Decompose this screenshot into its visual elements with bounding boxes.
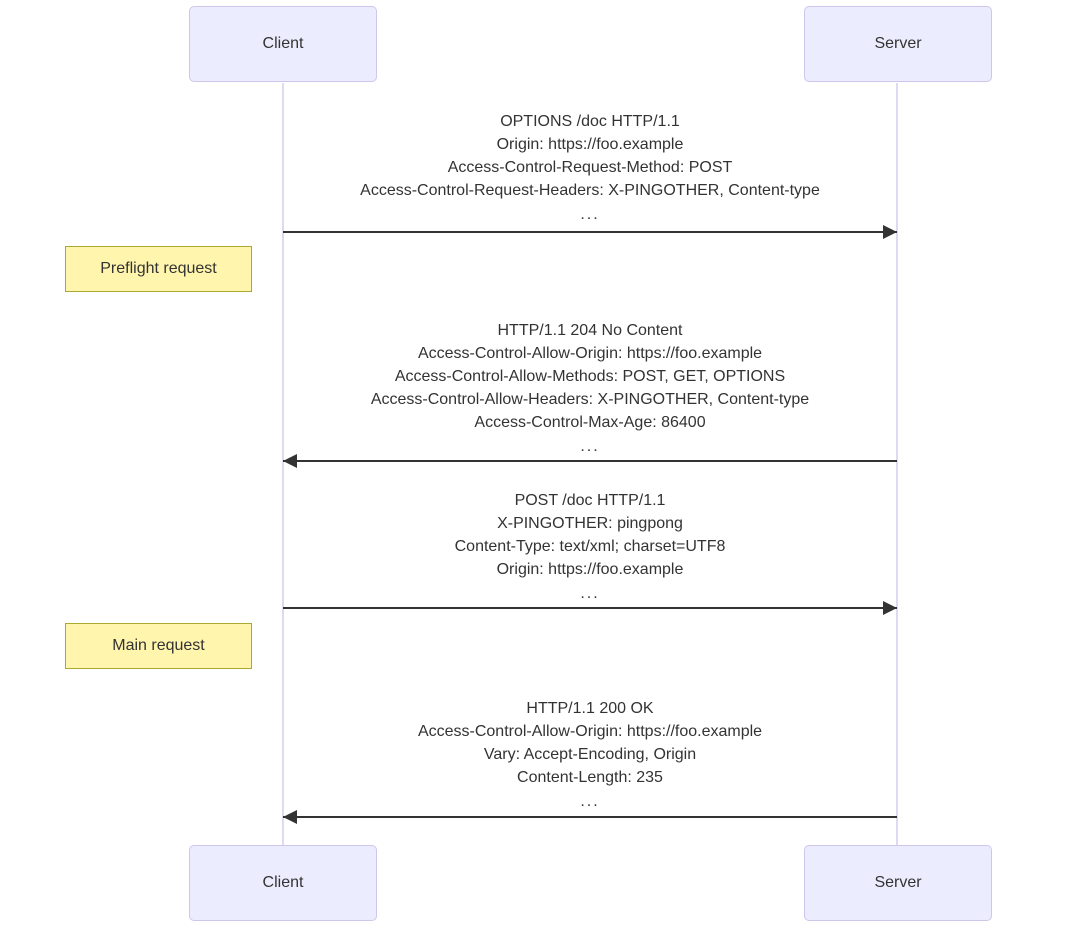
message-line: OPTIONS /doc HTTP/1.1 [500, 113, 680, 130]
message-line: Origin: https://foo.example [496, 136, 684, 153]
actor-server-bottom: Server [804, 845, 992, 921]
note-main-request: Main request [65, 623, 252, 669]
message-ellipsis: ... [580, 438, 600, 455]
message-line: Access-Control-Allow-Origin: https://foo… [417, 345, 763, 362]
message-line: Origin: https://foo.example [496, 561, 684, 578]
message-line: POST /doc HTTP/1.1 [514, 492, 666, 509]
actor-client-top: Client [189, 6, 377, 82]
actor-client-bottom: Client [189, 845, 377, 921]
message-line: Content-Type: text/xml; charset=UTF8 [454, 538, 726, 555]
message-line: Access-Control-Request-Headers: X-PINGOT… [360, 182, 820, 199]
message-line: HTTP/1.1 200 OK [526, 700, 654, 717]
message-main-response: HTTP/1.1 200 OK Access-Control-Allow-Ori… [283, 697, 897, 815]
message-ellipsis: ... [580, 793, 600, 810]
message-line: HTTP/1.1 204 No Content [497, 322, 683, 339]
actor-client-label: Client [262, 35, 304, 52]
arrow-server-to-client-1 [283, 454, 897, 468]
actor-server-label: Server [874, 35, 922, 52]
note-preflight-request: Preflight request [65, 246, 252, 292]
arrow-client-to-server-1 [283, 225, 897, 239]
message-line: X-PINGOTHER: pingpong [497, 515, 683, 532]
note-preflight-label: Preflight request [100, 260, 217, 277]
message-ellipsis: ... [580, 206, 600, 223]
message-line: Access-Control-Allow-Headers: X-PINGOTHE… [370, 391, 810, 408]
note-main-label: Main request [112, 637, 205, 654]
message-line: Access-Control-Allow-Methods: POST, GET,… [394, 368, 786, 385]
message-line: Access-Control-Max-Age: 86400 [474, 414, 706, 431]
message-main-request: POST /doc HTTP/1.1 X-PINGOTHER: pingpong… [283, 489, 897, 607]
actor-client-label: Client [262, 874, 304, 891]
actor-server-top: Server [804, 6, 992, 82]
message-preflight-response: HTTP/1.1 204 No Content Access-Control-A… [283, 319, 897, 460]
arrow-server-to-client-2 [283, 810, 897, 824]
message-line: Access-Control-Request-Method: POST [447, 159, 733, 176]
actor-server-label: Server [874, 874, 922, 891]
message-line: Content-Length: 235 [517, 769, 663, 786]
arrow-client-to-server-2 [283, 601, 897, 615]
message-line: Vary: Accept-Encoding, Origin [483, 746, 697, 763]
message-ellipsis: ... [580, 585, 600, 602]
server-lifeline [896, 83, 898, 845]
message-preflight-request: OPTIONS /doc HTTP/1.1 Origin: https://fo… [283, 110, 897, 228]
message-line: Access-Control-Allow-Origin: https://foo… [417, 723, 763, 740]
